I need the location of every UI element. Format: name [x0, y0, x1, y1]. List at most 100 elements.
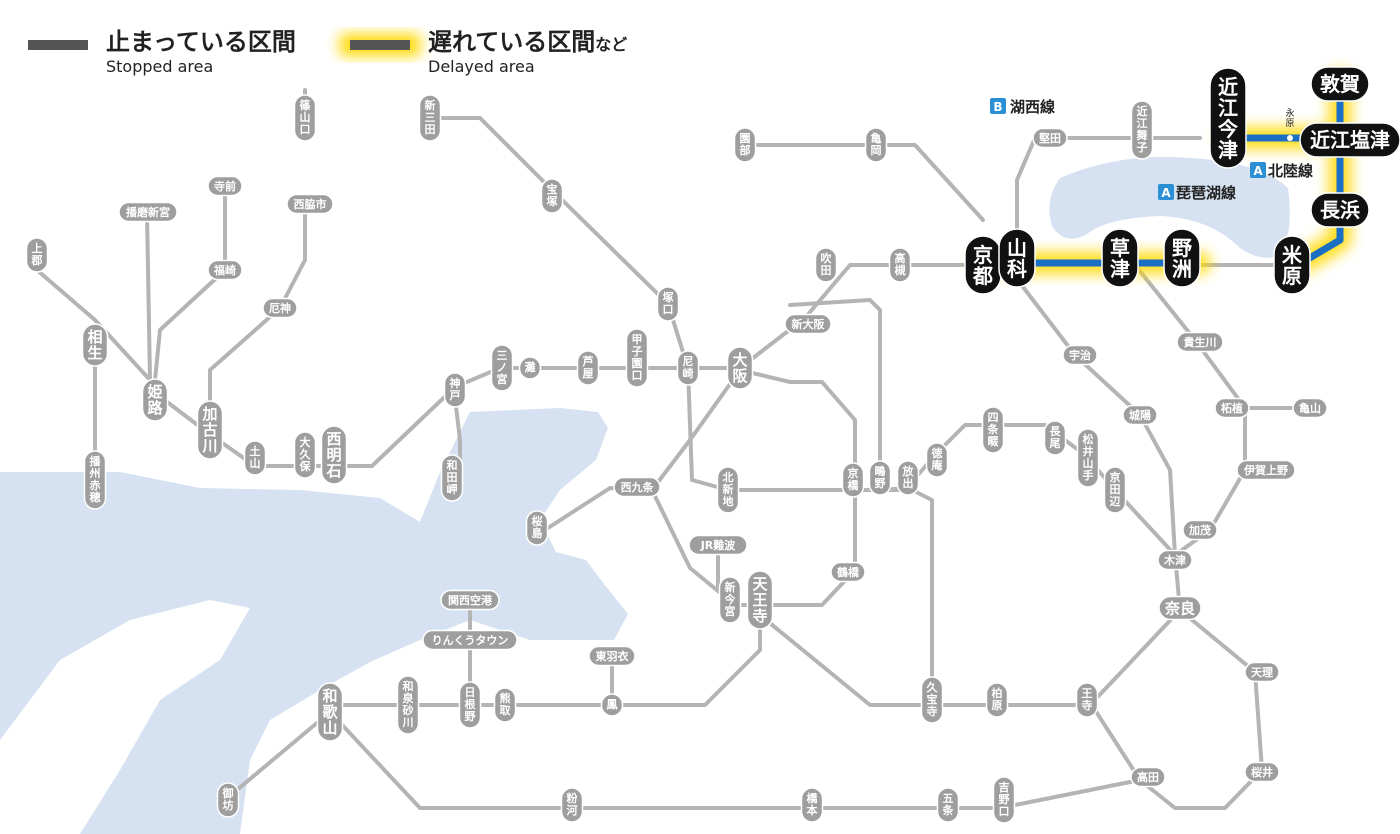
station-himeji: 姫路 — [141, 378, 169, 422]
station-ashiya: 芦屋 — [576, 350, 600, 386]
station-label: 上郡 — [31, 241, 43, 267]
station-omi-maiko: 近江舞子 — [1130, 100, 1154, 160]
station-kyoto: 京都 — [964, 235, 1002, 295]
station-label: 吹田 — [821, 251, 833, 277]
station-sakurai: 桜井 — [1244, 761, 1280, 783]
station-takarazuka: 宝塚 — [540, 178, 564, 214]
station-kizu: 木津 — [1157, 549, 1193, 571]
station-kamigori: 上郡 — [25, 237, 49, 273]
kosei-badge: B — [993, 100, 1002, 114]
station-iga-ueno: 伊賀上野 — [1236, 459, 1296, 481]
station-label: 近江今津 — [1218, 75, 1239, 162]
station-gobo: 御坊 — [216, 782, 240, 818]
stopped-label-en: Stopped area — [106, 57, 213, 76]
station-matsuiyamate: 松井山手 — [1076, 428, 1100, 488]
station-yakujin: 厄神 — [262, 297, 298, 319]
station-label: 園部 — [740, 132, 751, 157]
station-label: 宇治 — [1069, 348, 1091, 362]
station-izumisunagawa: 和泉砂川 — [396, 675, 420, 735]
station-label: 和泉砂川 — [402, 679, 415, 729]
station-label: 伊賀上野 — [1243, 463, 1288, 477]
station-tenri: 天理 — [1244, 661, 1280, 683]
station-label: 宝塚 — [547, 182, 558, 208]
station-label: 播州赤穂 — [89, 454, 102, 504]
station-kibukawa: 貴生川 — [1176, 331, 1224, 353]
station-label: 桜島 — [532, 514, 543, 540]
station-aioi: 相生 — [81, 323, 109, 367]
station-label: 橋本 — [807, 791, 819, 817]
kosei-line-label: 湖西線 — [1010, 98, 1055, 116]
station-label: 京田辺 — [1110, 470, 1121, 508]
station-tokuan: 徳庵 — [925, 442, 949, 478]
station-label: 西明石 — [325, 430, 341, 480]
station-label: 塚口 — [663, 290, 674, 316]
station-label: 三ノ宮 — [497, 349, 508, 386]
station-wadamisaki: 和田岬 — [440, 454, 464, 502]
station-maibara: 米原 — [1273, 235, 1311, 295]
station-label: 亀岡 — [871, 131, 882, 157]
station-kamo: 加茂 — [1182, 519, 1218, 541]
station-label: 土山 — [250, 444, 261, 470]
station-nagahama: 長浜 — [1310, 192, 1370, 228]
station-label: 加茂 — [1188, 523, 1211, 537]
station-label: 柏原 — [992, 686, 1003, 712]
station-kameyama: 亀山 — [1292, 397, 1328, 419]
station-jr-namba: JR難波 — [688, 534, 748, 556]
station-shigino: 鴫野 — [868, 460, 892, 496]
station-kokawa: 粉河 — [560, 787, 584, 823]
station-teramae: 寺前 — [207, 175, 243, 197]
station-kumatori: 熊取 — [493, 687, 517, 723]
station-tsuge: 柘植 — [1214, 397, 1250, 419]
station-label: 東羽衣 — [596, 649, 630, 663]
station-shin-osaka: 新大阪 — [784, 313, 832, 335]
station-nishi-akashi: 西明石 — [320, 425, 348, 485]
station-label: 相生 — [87, 328, 102, 362]
station-tsurumi: 鶴橋 — [830, 561, 866, 583]
station-tsukaguchi: 塚口 — [656, 286, 680, 322]
station-label: 長浜 — [1320, 198, 1360, 222]
station-rinku-town: りんくうタウン — [422, 629, 518, 651]
awaji-island — [0, 600, 250, 834]
station-label: 厄神 — [269, 301, 291, 315]
hokuriku-line-label: 北陸線 — [1268, 162, 1313, 180]
station-label: 亀山 — [1299, 401, 1321, 415]
station-label: 高田 — [1137, 770, 1159, 784]
station-label: 堅田 — [1039, 132, 1061, 145]
station-label: 関西空港 — [448, 593, 493, 607]
station-nishikujo: 西九条 — [613, 476, 661, 498]
station-takada: 高田 — [1130, 766, 1166, 788]
station-banshu-ako: 播州赤穂 — [83, 450, 107, 510]
station-otori: 鳳 — [600, 693, 624, 717]
delayed-label-jp: 遅れている区間など — [428, 28, 627, 56]
station-yoshinoguchi: 吉野口 — [992, 776, 1016, 824]
station-label: 芦屋 — [583, 354, 594, 380]
station-label: 新大阪 — [792, 317, 826, 331]
station-label: 北新地 — [723, 470, 734, 508]
station-label: 山科 — [1007, 236, 1027, 281]
nagahara-dot — [1287, 135, 1293, 141]
station-label: 王寺 — [1082, 687, 1093, 712]
line-labels: B 湖西線 A 北陸線 A 琵琶湖線 — [990, 98, 1313, 202]
station-label: 尼崎 — [683, 355, 694, 380]
station-yamashina: 山科 — [998, 228, 1036, 288]
station-label: 天理 — [1251, 666, 1273, 679]
station-fukusaki: 福崎 — [207, 259, 243, 281]
station-wakayama: 和歌山 — [316, 682, 344, 742]
station-label: 桜井 — [1251, 765, 1273, 779]
station-label: 寺前 — [214, 179, 236, 193]
station-label: 野洲 — [1172, 236, 1192, 281]
station-shinsanda: 新三田 — [418, 94, 442, 142]
delayed-swatch — [350, 40, 410, 50]
station-label: 和田岬 — [447, 458, 458, 496]
station-label: 西脇市 — [294, 197, 327, 211]
station-uji: 宇治 — [1062, 344, 1098, 366]
station-kusatsu: 草津 — [1101, 228, 1139, 288]
station-label: 四条畷 — [987, 411, 1000, 448]
station-kashiwara: 柏原 — [985, 682, 1009, 718]
station-label: 大阪 — [732, 351, 748, 385]
station-omi-shiotsu: 近江塩津 — [1299, 122, 1400, 158]
station-label: りんくうタウン — [432, 634, 509, 647]
station-label: 鴫野 — [875, 464, 886, 490]
station-tennoji: 天王寺 — [746, 570, 774, 630]
station-kansai-airport: 関西空港 — [440, 589, 500, 611]
